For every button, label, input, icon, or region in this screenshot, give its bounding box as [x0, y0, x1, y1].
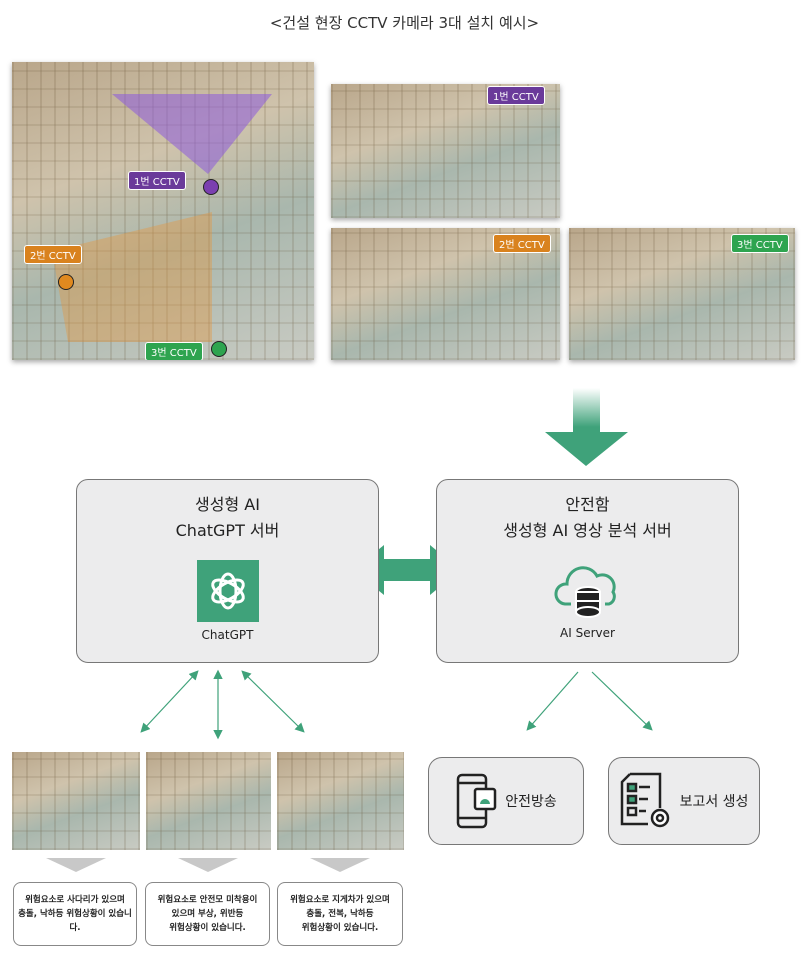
ai-box-line1: 안전함 — [565, 495, 610, 514]
detection-image-ladder — [12, 752, 140, 850]
chatgpt-server-box: 생성형 AI ChatGPT 서버 ChatGPT — [76, 479, 379, 663]
cctv1-label: 1번 CCTV — [128, 171, 186, 190]
ai-box-line2: 생성형 AI 영상 분석 서버 — [503, 521, 672, 540]
chatgpt-box-line2: ChatGPT 서버 — [175, 521, 280, 540]
chatgpt-caption: ChatGPT — [201, 628, 254, 642]
cctv2-label: 2번 CCTV — [24, 245, 82, 264]
cctv2-view: 2번 CCTV — [331, 228, 560, 360]
report-generation-label: 보고서 생성 — [679, 794, 749, 810]
cctv3-marker — [211, 341, 227, 357]
phone-alarm-icon — [456, 773, 497, 829]
cctv3-label: 3번 CCTV — [145, 342, 203, 360]
down-arrow — [545, 388, 628, 466]
report-generation-box: 보고서 생성 — [608, 757, 760, 845]
cctv3-view: 3번 CCTV — [569, 228, 795, 360]
chatgpt-box-line1: 생성형 AI — [195, 495, 260, 514]
down-triangle — [46, 858, 106, 872]
down-triangle — [310, 858, 370, 872]
cctv2-marker — [58, 274, 74, 290]
cctv1-marker — [203, 179, 219, 195]
cctv1-view: 1번 CCTV — [331, 84, 560, 218]
ai-analysis-server-box: 안전함 생성형 AI 영상 분석 서버 AI Server — [436, 479, 739, 663]
cctv2-view-label: 2번 CCTV — [493, 234, 551, 253]
report-gear-icon — [620, 772, 669, 828]
bidirectional-arrow — [354, 545, 460, 595]
safety-broadcast-label: 안전방송 — [505, 794, 557, 810]
cctv1-view-label: 1번 CCTV — [487, 86, 545, 105]
chatgpt-logo-icon — [196, 560, 259, 622]
ai-server-caption: AI Server — [560, 626, 615, 640]
detection-image-forklift — [277, 752, 404, 850]
detection-image-helmet — [146, 752, 271, 850]
safety-broadcast-box: 안전방송 — [428, 757, 584, 845]
construction-site-image: 1번 CCTV 2번 CCTV 3번 CCTV — [12, 62, 314, 360]
cctv3-view-label: 3번 CCTV — [731, 234, 789, 253]
cloud-server-icon — [553, 558, 623, 622]
down-triangle — [178, 858, 238, 872]
diagram-title: <건설 현장 CCTV 카메라 3대 설치 예시> — [269, 14, 540, 32]
